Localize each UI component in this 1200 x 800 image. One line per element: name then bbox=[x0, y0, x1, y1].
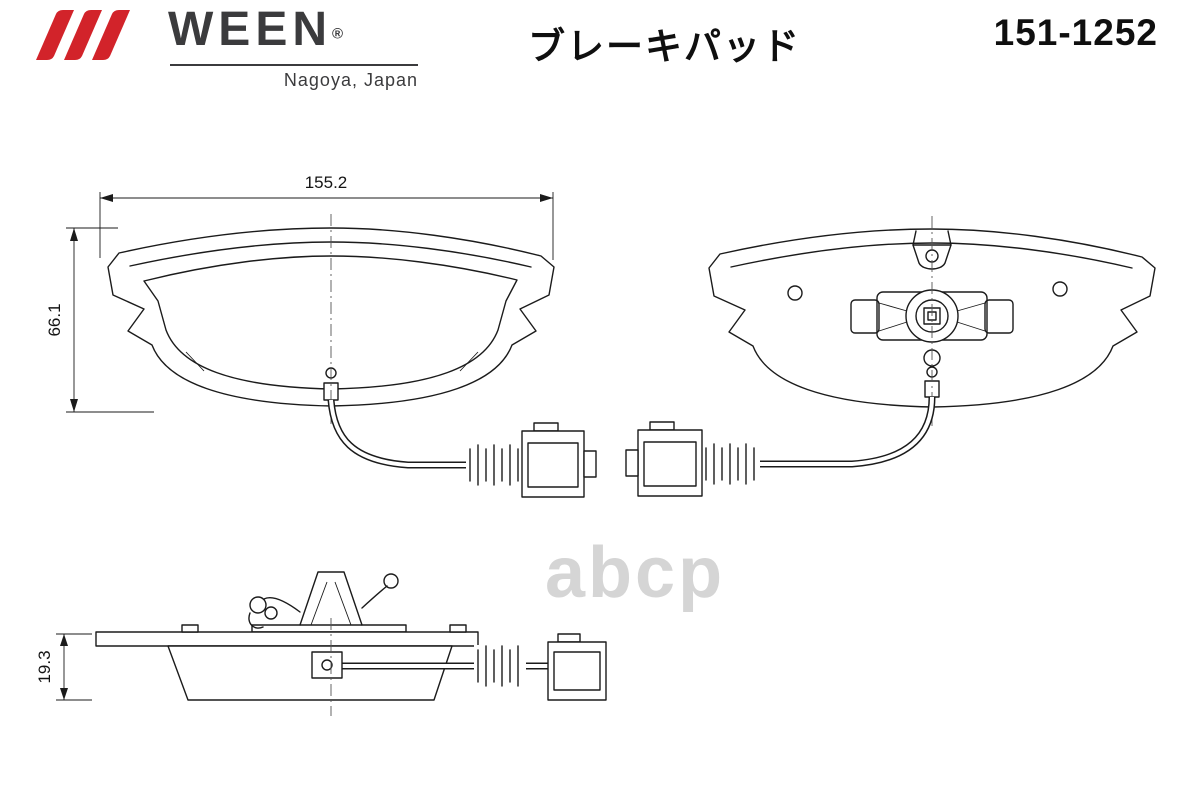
side-view-pad bbox=[95, 571, 607, 716]
connector-housing bbox=[547, 641, 607, 701]
connector-latch bbox=[533, 422, 559, 432]
cable-bellows bbox=[705, 443, 755, 485]
connector-tab bbox=[625, 449, 639, 477]
dimension-height: 66.1 bbox=[45, 227, 154, 413]
friction-surface-outline bbox=[143, 255, 518, 390]
backplate-side bbox=[95, 631, 479, 647]
cable-bellows bbox=[477, 645, 519, 687]
registered-trademark: ® bbox=[332, 25, 344, 43]
backplate-top-edge bbox=[730, 242, 1133, 269]
clip-wing-left bbox=[850, 299, 880, 334]
spring-arm-left bbox=[263, 596, 301, 613]
connector-tab bbox=[583, 450, 597, 478]
backplate-top-edge bbox=[129, 241, 532, 268]
friction-block-side bbox=[167, 645, 453, 701]
plate-tab-right bbox=[449, 624, 467, 633]
spring-arm-right bbox=[361, 585, 388, 609]
dimension-thickness: 19.3 bbox=[35, 633, 92, 701]
dimension-width: 155.2 bbox=[99, 173, 554, 260]
brand-block: WEEN® bbox=[168, 2, 343, 57]
front-view-pad bbox=[107, 214, 555, 428]
rivet-hole-right bbox=[1052, 281, 1068, 297]
brand-name: WEEN bbox=[168, 3, 332, 56]
plate-tab-left bbox=[181, 624, 199, 633]
brand-underline bbox=[170, 64, 418, 66]
spring-base bbox=[251, 624, 407, 633]
sensor-body-side bbox=[311, 651, 343, 679]
connector-housing bbox=[637, 429, 703, 497]
brand-origin: Nagoya, Japan bbox=[283, 70, 418, 90]
product-title-japanese: ブレーキパッド bbox=[528, 26, 801, 67]
spring-peak bbox=[299, 571, 363, 626]
wear-sensor-right bbox=[625, 396, 936, 497]
clip-wing-right bbox=[984, 299, 1014, 334]
connector-latch bbox=[557, 633, 581, 643]
watermark: abcp bbox=[545, 533, 726, 613]
ween-logo-icon bbox=[36, 10, 130, 60]
dim-thickness-label: 19.3 bbox=[35, 650, 54, 683]
back-view-pad bbox=[708, 216, 1156, 428]
connector-latch bbox=[649, 421, 675, 431]
rivet-hole-left bbox=[787, 285, 803, 301]
cable-bellows bbox=[469, 444, 519, 486]
spring-coil-right bbox=[383, 573, 399, 589]
chamfer-lines bbox=[185, 351, 479, 372]
pad-outline bbox=[708, 228, 1156, 408]
part-number: 151-1252 bbox=[993, 12, 1158, 53]
connector-housing bbox=[521, 430, 585, 498]
pad-outline bbox=[107, 227, 555, 407]
dim-width-label: 155.2 bbox=[305, 173, 348, 192]
wear-sensor-left bbox=[327, 399, 597, 498]
dim-height-label: 66.1 bbox=[45, 303, 64, 336]
spring-coil-left bbox=[249, 596, 267, 614]
